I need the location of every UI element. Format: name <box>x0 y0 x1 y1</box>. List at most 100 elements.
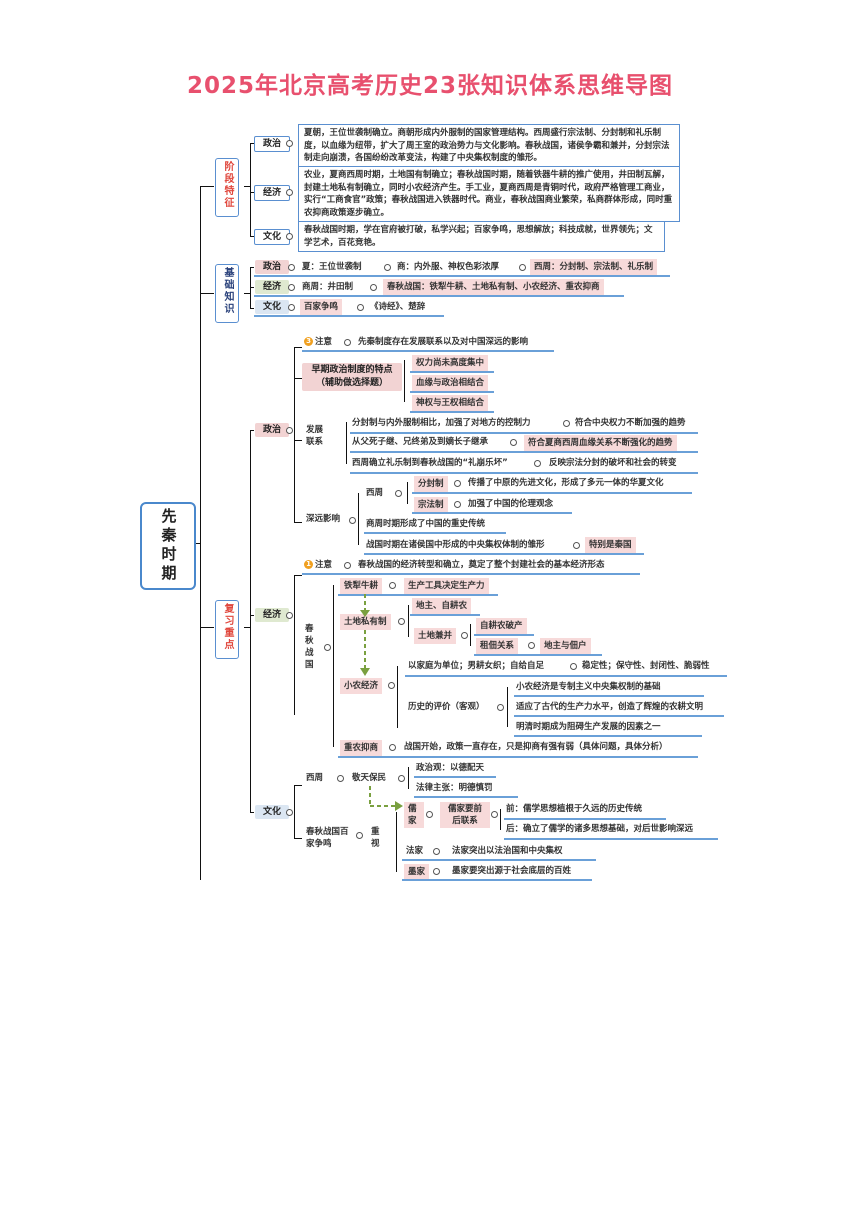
connector <box>250 430 251 812</box>
connector <box>250 143 254 144</box>
connector <box>294 575 295 715</box>
connector <box>294 347 302 348</box>
node-dot <box>286 612 293 619</box>
trunk-line <box>200 186 201 880</box>
connector <box>302 573 640 575</box>
connector <box>350 472 698 474</box>
e-tieli-text: 生产工具决定生产力 <box>404 578 489 594</box>
node-dot <box>337 775 344 782</box>
basic-economy-item: 春秋战国：铁犁牛耕、土地私有制、小农经济、重农抑商 <box>383 279 604 295</box>
connector <box>200 627 214 628</box>
connector <box>514 735 702 737</box>
connector <box>407 482 408 504</box>
node-dot <box>288 304 295 311</box>
section-basic: 基础知识 <box>215 264 239 323</box>
node-dot <box>461 632 468 639</box>
c-fa: 法家 <box>406 846 424 856</box>
connector <box>294 378 302 379</box>
e-xiaonong-traits: 稳定性；保守性、封闭性、脆弱性 <box>582 661 710 671</box>
node-dot <box>398 618 405 625</box>
arrow-icon <box>360 594 370 676</box>
node-dot <box>510 439 517 446</box>
c-jingtian: 敬天保民 <box>352 773 387 783</box>
connector <box>244 293 250 294</box>
p-dev-result: 符合中央权力不断加强的趋势 <box>575 418 686 428</box>
c-zhongshi: 重视 <box>371 827 380 849</box>
connector <box>405 675 727 677</box>
connector <box>474 654 602 656</box>
review-economy-tag: 经济 <box>255 608 289 622</box>
p-early-item: 权力尚未高度集中 <box>412 355 489 371</box>
connector <box>250 812 254 813</box>
c-period: 春秋战国百家争鸣 <box>306 827 349 849</box>
connector <box>250 430 254 431</box>
e-xiaonong-text: 以家庭为单位；男耕女织；自给自足 <box>408 661 545 671</box>
stage-economy-text: 农业，夏商西周时期，土地国有制确立；春秋战国时期，随着铁器牛耕的推广使用，井田制… <box>298 166 680 222</box>
connector <box>408 605 409 637</box>
info-icon: 1 <box>304 560 313 569</box>
connector <box>402 859 596 861</box>
page-title: 2025年北京高考历史23张知识体系思维导图 <box>186 73 674 99</box>
basic-politics-item: 西周：分封制、宗法制、礼乐制 <box>530 259 658 275</box>
basic-politics-tag: 政治 <box>255 260 289 274</box>
c-xizhou: 西周 <box>306 773 324 783</box>
p-dev-result: 符合夏商西周血缘关系不断强化的趋势 <box>524 435 677 451</box>
c-mo-text: 墨家要突出源于社会底层的百姓 <box>452 866 572 876</box>
basic-economy-item: 商周：井田制 <box>302 282 354 292</box>
p-dev-label: 发展联系 <box>306 425 324 447</box>
p-deep-label: 深远影响 <box>306 514 341 524</box>
e-land-rent-text: 地主与佃户 <box>540 638 591 654</box>
node-dot <box>389 744 396 751</box>
p-deep-shang: 商周时期形成了中国的重史传统 <box>366 519 486 529</box>
e-zhongnong: 重农抑商 <box>340 740 383 756</box>
root-node: 先秦时期 <box>140 502 196 590</box>
connector <box>192 543 200 544</box>
connector <box>350 451 698 453</box>
connector <box>294 347 295 522</box>
node-dot <box>497 704 504 711</box>
connector <box>504 838 718 840</box>
p-deep-qin: 特别是秦国 <box>585 537 636 553</box>
c-mo: 墨家 <box>404 864 430 880</box>
connector <box>412 512 572 514</box>
connector <box>250 236 254 237</box>
node-dot <box>433 868 440 875</box>
node-dot <box>344 339 351 346</box>
c-ru-before: 前：儒学思想植根于久远的历史传统 <box>506 804 643 814</box>
connector <box>350 432 698 434</box>
connector <box>200 186 214 187</box>
node-dot <box>286 189 293 196</box>
p-dev-item: 分封制与内外服制相比，加强了对地方的控制力 <box>352 418 531 428</box>
connector <box>412 492 692 494</box>
connector <box>410 371 494 373</box>
basic-economy-tag: 经济 <box>255 280 289 294</box>
connector <box>408 767 409 789</box>
e-eval-item: 明清时期成为阻碍生产发展的因素之一 <box>516 722 661 732</box>
e-land: 土地私有制 <box>340 614 391 630</box>
p-early-label: 早期政治制度的特点（辅助做选择题） <box>302 363 402 391</box>
connector <box>294 785 295 838</box>
connector <box>333 585 334 747</box>
p-dev-item: 西周确立礼乐制到春秋战国的“礼崩乐坏” <box>352 458 508 468</box>
p-deep-result: 加强了中国的伦理观念 <box>468 499 554 509</box>
stage-politics-text: 夏朝，王位世袭制确立。商朝形成内外服制的国家管理结构。西周盛行宗法制、分封制和礼… <box>298 124 680 168</box>
node-dot <box>286 140 293 147</box>
node-dot <box>286 809 293 816</box>
node-dot <box>426 811 433 818</box>
node-dot <box>286 427 293 434</box>
e-eval-item: 小农经济是专制主义中央集权制的基础 <box>516 682 661 692</box>
e-land-a: 地主、自耕农 <box>412 598 472 614</box>
connector <box>402 879 592 881</box>
connector <box>294 838 302 839</box>
stage-economy-tag: 经济 <box>254 185 290 201</box>
connector <box>410 614 480 616</box>
connector <box>507 687 508 727</box>
connector <box>500 809 501 830</box>
node-dot <box>344 562 351 569</box>
stage-culture-tag: 文化 <box>254 229 290 245</box>
e-land-merge: 土地兼并 <box>414 628 457 644</box>
connector <box>294 785 302 786</box>
basic-culture-tag: 文化 <box>255 300 289 314</box>
connector <box>302 350 554 352</box>
